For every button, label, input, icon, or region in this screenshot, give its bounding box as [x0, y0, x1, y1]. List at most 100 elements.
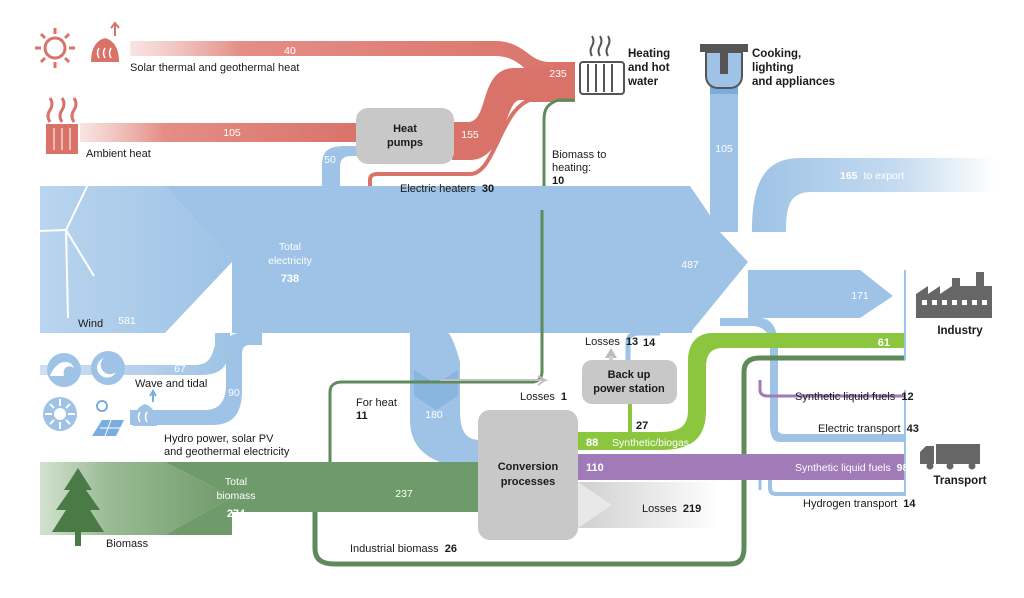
backup-electricity-flow [625, 330, 660, 362]
losses-219-flow [578, 482, 720, 528]
electric-transport-value: 43 [907, 423, 919, 435]
biomass-conversion-value: 237 [395, 488, 413, 500]
electric-heaters-text: Electric heaters [400, 183, 476, 195]
synthetic-biogas-label: Synthetic/biogas [612, 437, 689, 449]
heating-line2: and hot [628, 62, 670, 74]
total-electricity-value: 738 [281, 273, 299, 285]
losses-1-arrow [440, 375, 549, 386]
losses-1-label: Losses 1 [520, 391, 567, 403]
hydro-icon [43, 397, 77, 431]
tree-icon [52, 468, 104, 546]
industrial-biomass-text: Industrial biomass [350, 543, 439, 555]
tidal-icon [91, 351, 125, 385]
conversion-label-2: processes [501, 476, 555, 488]
hydro-value: 90 [228, 387, 240, 399]
losses-1-value: 1 [561, 391, 567, 403]
cooking-line1: Cooking, [752, 48, 801, 60]
electric-transport-label: Electric transport 43 [818, 423, 919, 435]
hydrogen-transport-label: Hydrogen transport 14 [803, 498, 916, 510]
ambient-heat-flow [80, 123, 358, 142]
cooking-flow [710, 94, 738, 232]
backup-power-station-box [582, 360, 677, 404]
industrial-biomass-value: 26 [445, 543, 457, 555]
industrial-biomass-label: Industrial biomass 26 [350, 543, 457, 555]
radiator-icon [579, 35, 625, 95]
heat-pumps-label-2: pumps [387, 137, 423, 149]
cooking-line2: lighting [752, 62, 794, 74]
electric-transport-text: Electric transport [818, 423, 901, 435]
electric-heaters-flow [368, 98, 575, 200]
solar-thermal-label: Solar thermal and geothermal heat [130, 62, 299, 74]
total-biomass-line2: biomass [216, 490, 255, 502]
synthetic-liquid-98-label: Synthetic liquid fuels 98 [795, 462, 908, 474]
main-electricity-value: 487 [681, 259, 699, 271]
hydrogen-transport-text: Hydrogen transport [803, 498, 897, 510]
socket-icon [700, 44, 748, 89]
green-in-value: 88 [586, 437, 598, 449]
sun-icon [35, 28, 75, 68]
solar-thermal-value: 40 [284, 45, 296, 57]
wind-turbine-icon [9, 171, 95, 319]
electricity-core-band [232, 200, 692, 333]
transport-label: Transport [933, 475, 986, 487]
purple-value: 110 [586, 462, 604, 474]
for-heat-value: 11 [356, 410, 368, 422]
heating-total-value: 235 [549, 68, 567, 80]
wind-electricity-flow [40, 186, 232, 333]
geothermal-electricity-icon [133, 389, 157, 426]
cooking-cap [710, 86, 738, 94]
hydrogen-transport-value: 14 [903, 498, 916, 510]
biomass-heating-line2: heating: [552, 162, 591, 174]
truck-icon [920, 444, 980, 470]
losses-13-value: 13 [626, 336, 638, 348]
biomass-heating-value: 10 [552, 175, 564, 187]
losses-13-text: Losses [585, 336, 620, 348]
heat-pumps-input-flow [322, 146, 362, 196]
industry-flow [748, 270, 893, 318]
wave-tidal-value: 67 [174, 363, 186, 375]
solar-pv-icon [92, 400, 124, 437]
geothermal-icon [91, 21, 120, 62]
synthetic-liquid-12-flow [758, 380, 905, 398]
heat-pumps-output-flow [452, 68, 575, 160]
biomass-core-band [232, 462, 480, 512]
cooking-line3: and appliances [752, 76, 835, 88]
total-electricity-line2: electricity [268, 255, 313, 267]
industrial-biomass-flow [312, 355, 905, 567]
export-text: to export [863, 170, 904, 182]
electricity-mid-band [690, 200, 748, 333]
backup-label-2: power station [593, 383, 665, 395]
total-electricity-line1: Total [279, 241, 301, 253]
backup-label-1: Back up [608, 369, 651, 381]
wind-label: Wind [78, 318, 103, 330]
synthetic-biogas-flow [578, 333, 905, 450]
export-value: 165 [840, 170, 858, 182]
heat-pumps-in-value: 50 [324, 154, 336, 166]
solar-thermal-flow [130, 41, 575, 82]
losses-13-label: Losses 13 [585, 336, 638, 348]
backup-in-value: 27 [636, 420, 648, 432]
wind-value: 581 [118, 315, 136, 327]
heating-line3: water [627, 76, 659, 88]
synthetic-liquid-98-value: 98 [897, 462, 909, 474]
synthetic-liquid-98-text: Synthetic liquid fuels [795, 462, 891, 474]
losses-219-label: Losses 219 [642, 503, 701, 515]
hydro-label-1: Hydro power, solar PV [164, 433, 274, 445]
biomass-heating-line1: Biomass to [552, 149, 606, 161]
losses-219-arrow [578, 482, 612, 528]
biomass-for-heat-flow [328, 210, 544, 462]
heating-line1: Heating [628, 48, 670, 60]
wave-icon [47, 353, 81, 387]
industry-label: Industry [937, 325, 983, 337]
factory-icon [916, 272, 992, 318]
hydrogen-transport-flow [768, 480, 905, 496]
wave-tidal-label: Wave and tidal [135, 378, 207, 390]
losses-1-text: Losses [520, 391, 555, 403]
cooking-value: 105 [715, 143, 733, 155]
electric-heaters-value: 30 [482, 183, 494, 195]
ambient-heat-icon [46, 97, 78, 154]
heat-pumps-out-value: 155 [461, 129, 479, 141]
heat-pumps-label-1: Heat [393, 123, 417, 135]
total-biomass-line1: Total [225, 476, 247, 488]
synthetic-liquid-12-text: Synthetic liquid fuels [795, 391, 896, 403]
